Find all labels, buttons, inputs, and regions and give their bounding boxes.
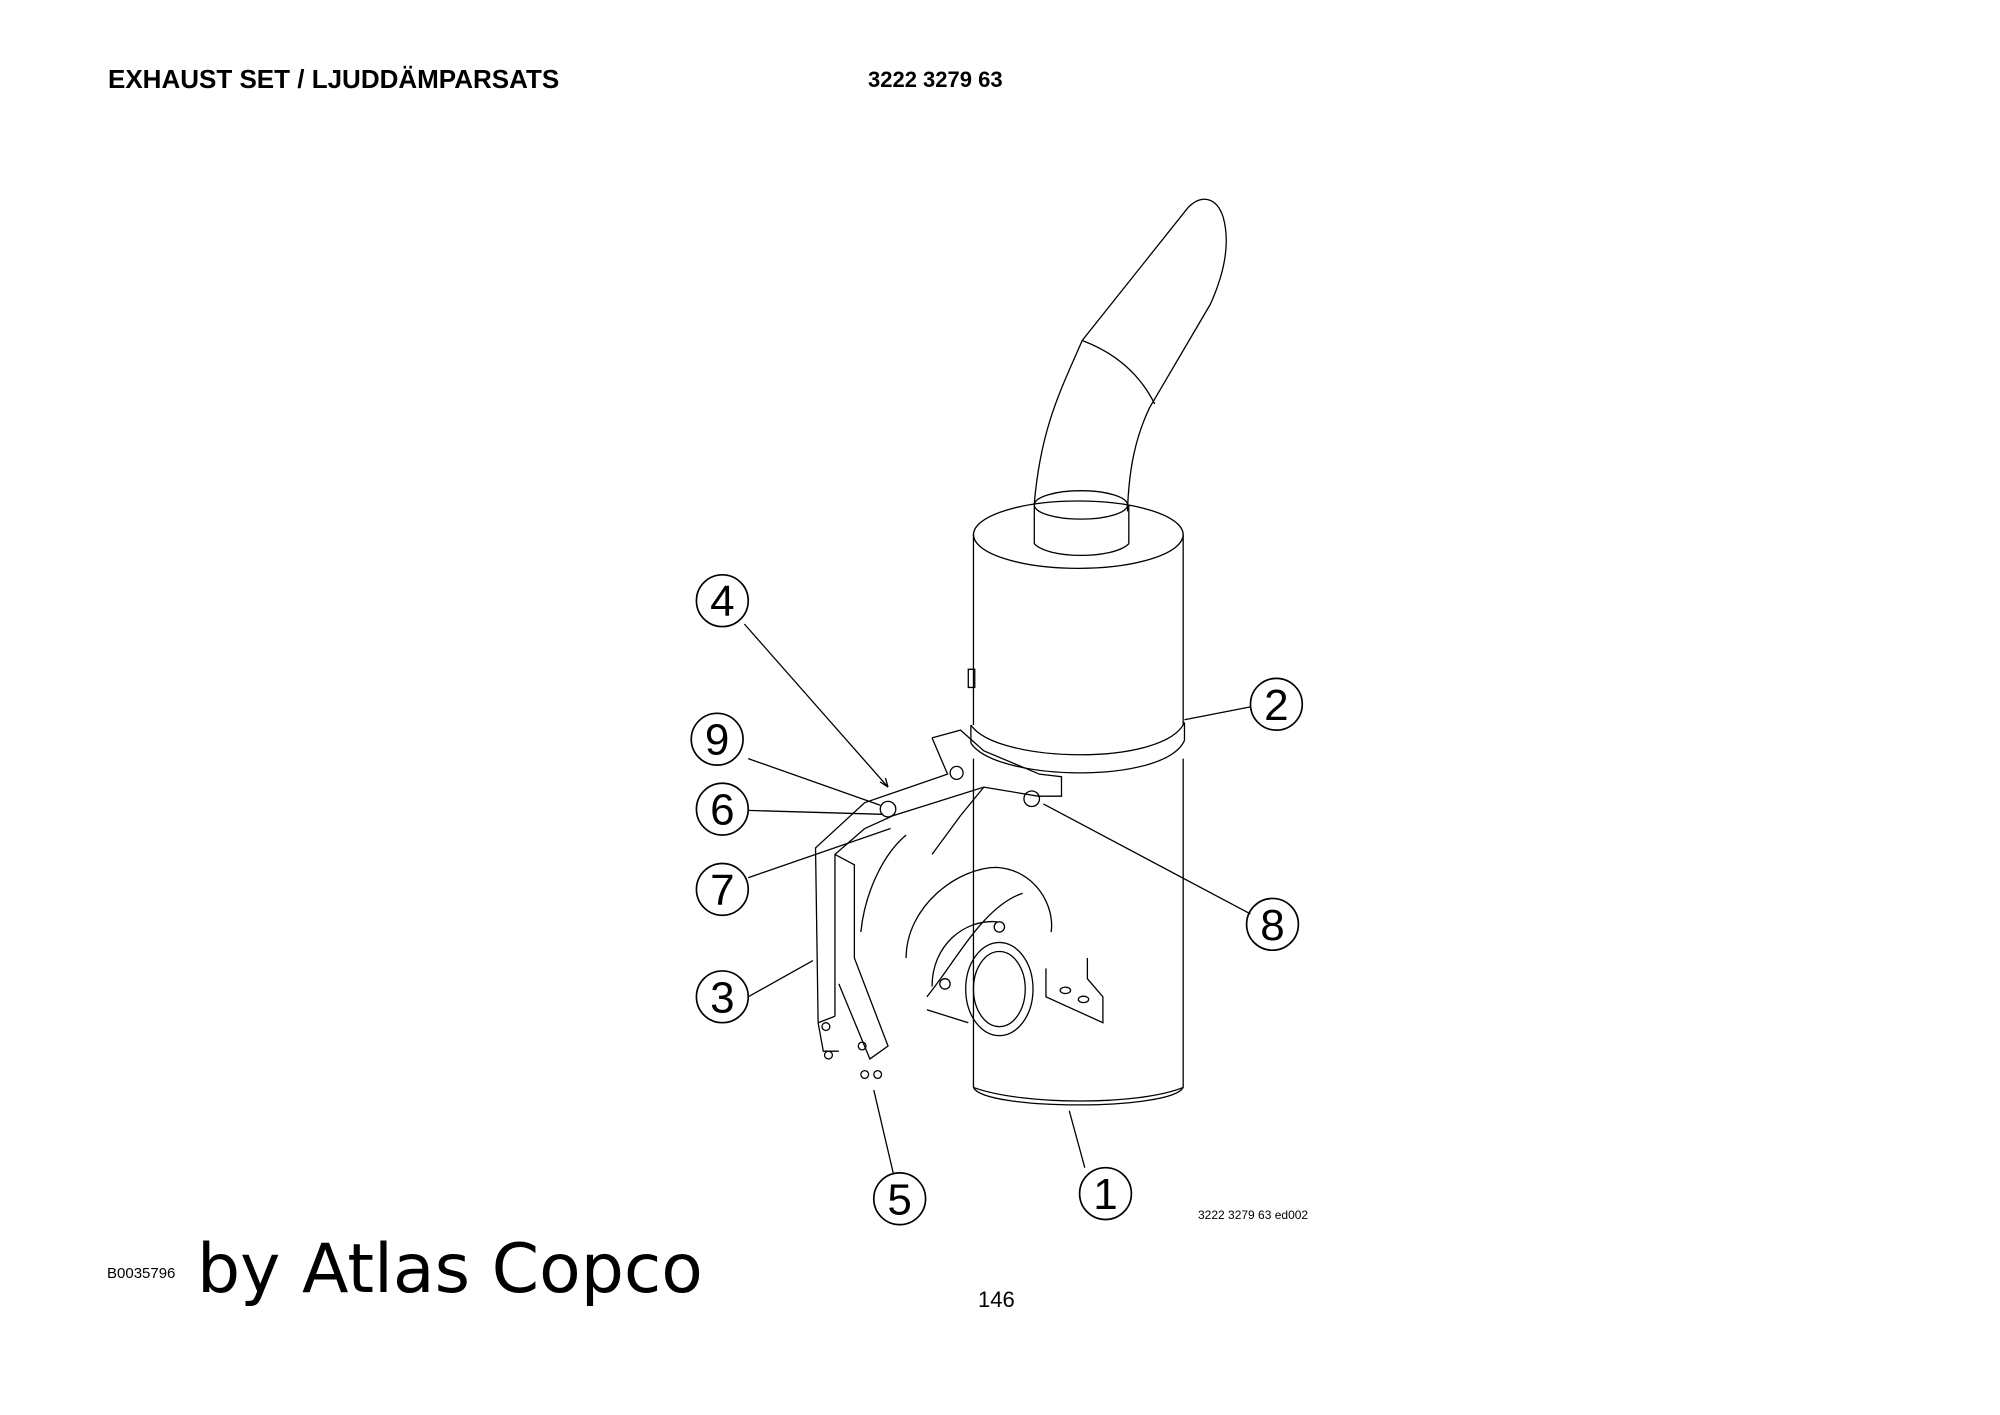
document-code: B0035796 xyxy=(107,1265,176,1282)
brand-text: by Atlas Copco xyxy=(197,1230,703,1309)
callout-label-4: 4 xyxy=(710,577,734,626)
callout-8 xyxy=(1245,897,1300,952)
callout-6 xyxy=(695,782,750,836)
support-bracket xyxy=(816,730,1062,1078)
document-part-number: 3222 3279 63 xyxy=(868,67,1003,92)
callout-label-9: 9 xyxy=(705,716,729,765)
callout-5 xyxy=(872,1172,927,1226)
inlet-pipe xyxy=(906,867,1051,1035)
callout-label-3: 3 xyxy=(710,973,734,1022)
callout-label-7: 7 xyxy=(710,866,734,915)
callout-2 xyxy=(1249,677,1304,731)
document-title: EXHAUST SET / LJUDDÄMPARSATS xyxy=(108,64,560,94)
page-number: 146 xyxy=(978,1287,1015,1312)
clamp-band xyxy=(971,722,1185,772)
callout-7 xyxy=(695,862,750,917)
callout-3 xyxy=(695,970,750,1024)
callout-1 xyxy=(1078,1166,1133,1221)
callout-label-5: 5 xyxy=(887,1175,911,1224)
muffler-body xyxy=(968,501,1183,1105)
callout-4 xyxy=(695,573,750,628)
callout-label-6: 6 xyxy=(710,786,734,835)
callout-label-8: 8 xyxy=(1260,901,1284,950)
leader-lines xyxy=(744,624,1250,1173)
callout-9 xyxy=(690,712,744,766)
drawing-reference: 3222 3279 63 ed002 xyxy=(1198,1208,1309,1222)
callout-label-1: 1 xyxy=(1093,1170,1117,1219)
callout-label-2: 2 xyxy=(1264,681,1288,730)
mounting-tab xyxy=(1046,958,1103,1023)
